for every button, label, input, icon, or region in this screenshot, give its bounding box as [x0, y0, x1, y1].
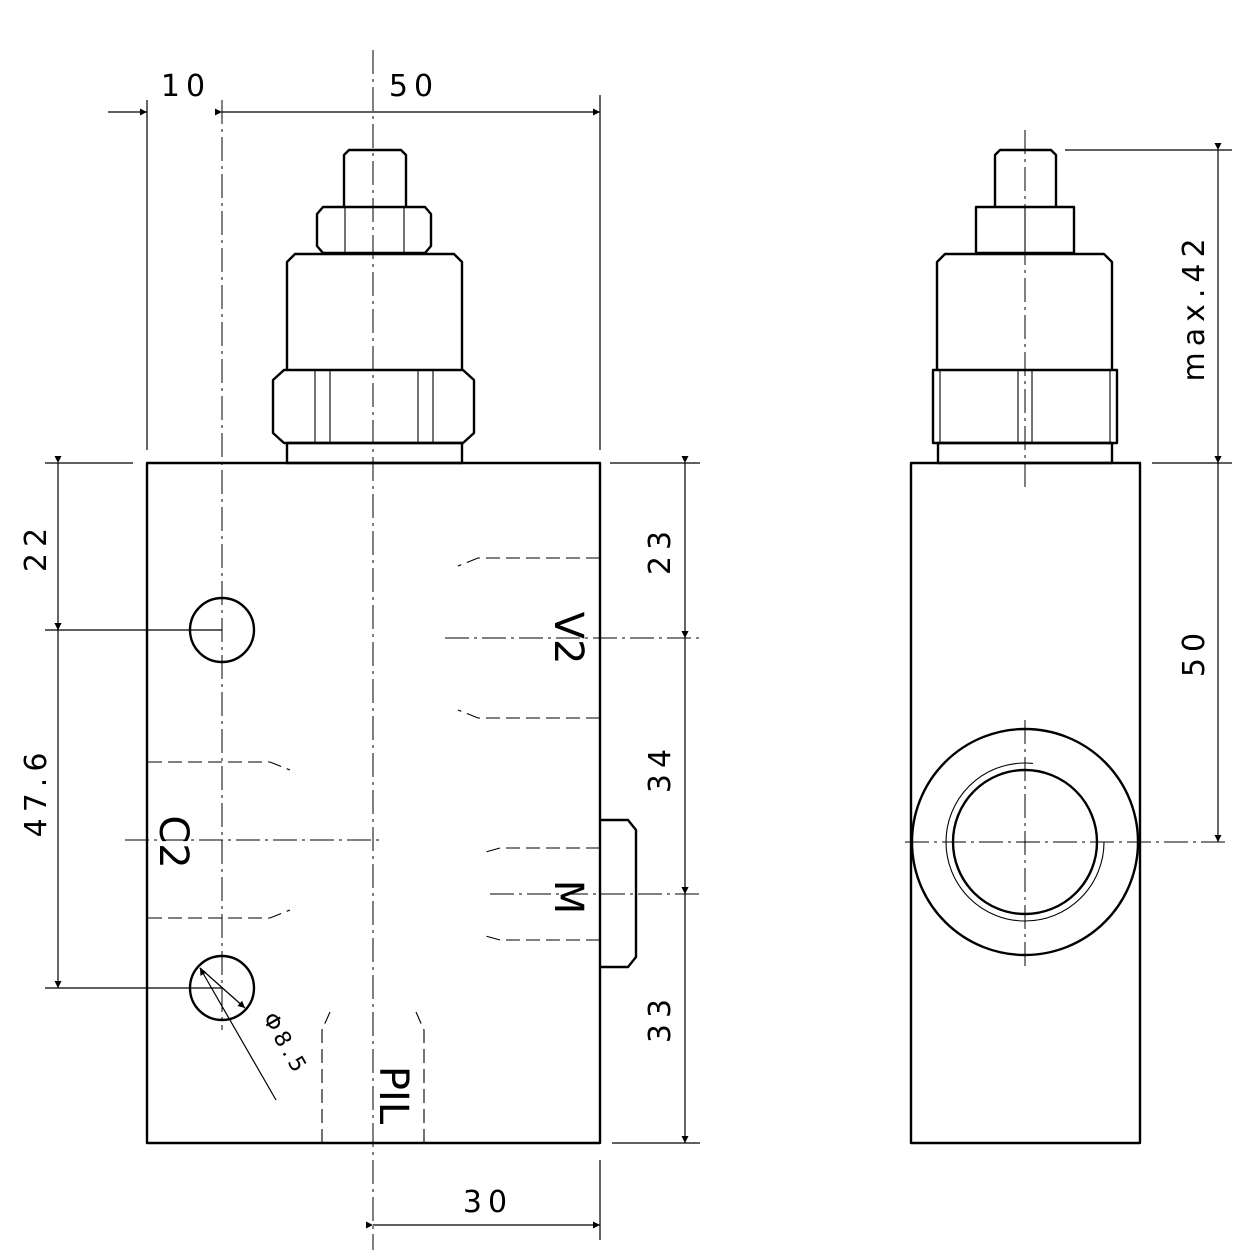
dim-30: 30	[463, 1185, 513, 1220]
port-label-pil: PIL	[370, 1066, 416, 1125]
front-cap	[285, 252, 464, 370]
dim-34: 34	[643, 743, 678, 793]
front-small-hex-nut	[315, 205, 433, 255]
front-big-hex-nut	[271, 368, 476, 445]
dim-10: 10	[161, 69, 211, 104]
dim-max-42: max.42	[1177, 232, 1212, 381]
dim-phi-8-5: Φ8.5	[257, 1009, 313, 1081]
m-port-plug	[600, 818, 638, 969]
c2-hidden-port	[148, 761, 291, 919]
m-hidden-port	[481, 847, 600, 941]
side-view: max.42 50	[905, 130, 1232, 1145]
dim-50-top: 50	[389, 69, 439, 104]
port-label-m: M	[545, 880, 591, 915]
front-collar	[285, 441, 464, 465]
port-label-v2: V2	[545, 612, 591, 665]
v2-hidden-port	[457, 557, 600, 719]
dim-50-side: 50	[1177, 627, 1212, 677]
front-view: 10 50 22 47.6 23 34 33 30 Φ8.5 V2 C2 M P…	[19, 50, 700, 1250]
side-big-hex-nut	[931, 368, 1119, 445]
dim-22: 22	[19, 522, 54, 572]
port-label-c2: C2	[150, 815, 196, 868]
dim-23: 23	[643, 525, 678, 575]
dim-47-6: 47.6	[19, 747, 54, 838]
dim-33: 33	[643, 993, 678, 1043]
pil-hidden-port	[321, 1011, 425, 1143]
front-adjust-screw	[342, 148, 408, 207]
